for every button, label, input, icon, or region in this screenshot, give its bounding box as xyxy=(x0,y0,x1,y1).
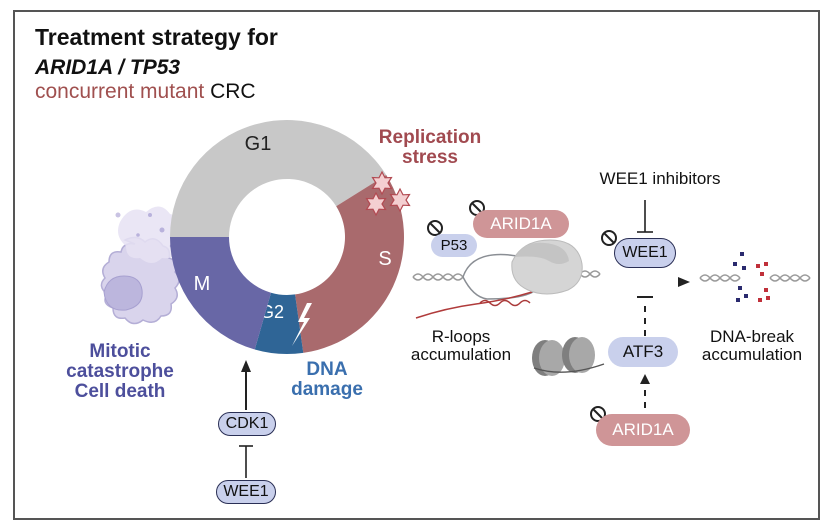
atf3-pill: ATF3 xyxy=(608,337,678,367)
arrowhead-up-icon xyxy=(241,360,251,372)
nucleosome-icon xyxy=(532,337,605,376)
wee1-pill-right: WEE1 xyxy=(614,238,676,268)
wee1-inhibitors-label: WEE1 inhibitors xyxy=(599,169,721,188)
mitotic-line-3: Cell death xyxy=(74,380,166,402)
dying-cell-icon xyxy=(100,206,183,325)
wee1-pill-left: WEE1 xyxy=(216,480,276,504)
broken-dna-icon xyxy=(699,274,811,282)
rloops-label: R-loops accumulation xyxy=(410,327,512,364)
phase-segment-m xyxy=(170,237,272,350)
rna-polymerase-icon xyxy=(511,239,583,295)
phase-label-m: M xyxy=(194,273,211,295)
replication-stress-label: Replication stress xyxy=(378,127,482,168)
no-symbol-slash xyxy=(603,232,615,244)
dna-damage-label: DNA damage xyxy=(291,359,363,400)
title-line-1: Treatment strategy for xyxy=(35,24,278,50)
phase-label-s: S xyxy=(378,248,391,270)
mitotic-line-2: catastrophe xyxy=(66,360,174,382)
arid1a-pill-bottom: ARID1A xyxy=(596,414,690,446)
title-line-3: concurrent mutant CRC xyxy=(35,80,256,104)
mitotic-catastrophe-label: Mitotic catastrophe Cell death xyxy=(50,342,190,402)
p53-pill: P53 xyxy=(431,234,477,257)
title-concurrent-mutant: concurrent mutant xyxy=(35,80,205,103)
arid1a-pill-top: ARID1A xyxy=(473,210,569,238)
arrowhead-up-icon xyxy=(640,374,650,384)
figure-frame xyxy=(13,10,820,520)
phase-segment-s xyxy=(295,174,405,353)
dna-break-label: DNA-break accumulation xyxy=(701,327,803,364)
title-crc: CRC xyxy=(204,80,256,103)
phase-segment-g1 xyxy=(170,119,387,237)
phase-label-g1: G1 xyxy=(245,133,272,155)
inactivation-symbols xyxy=(427,200,617,422)
cdk1-pill: CDK1 xyxy=(218,412,276,436)
replication-stress-stars-icon xyxy=(365,170,411,217)
dna-fragments-icon xyxy=(733,252,770,302)
title-line-2: ARID1A / TP53 xyxy=(35,56,181,79)
mitotic-line-1: Mitotic xyxy=(89,341,151,362)
arrowhead-right-icon xyxy=(678,277,690,287)
no-symbol-slash xyxy=(429,222,441,234)
phase-segment-g2 xyxy=(254,292,304,355)
